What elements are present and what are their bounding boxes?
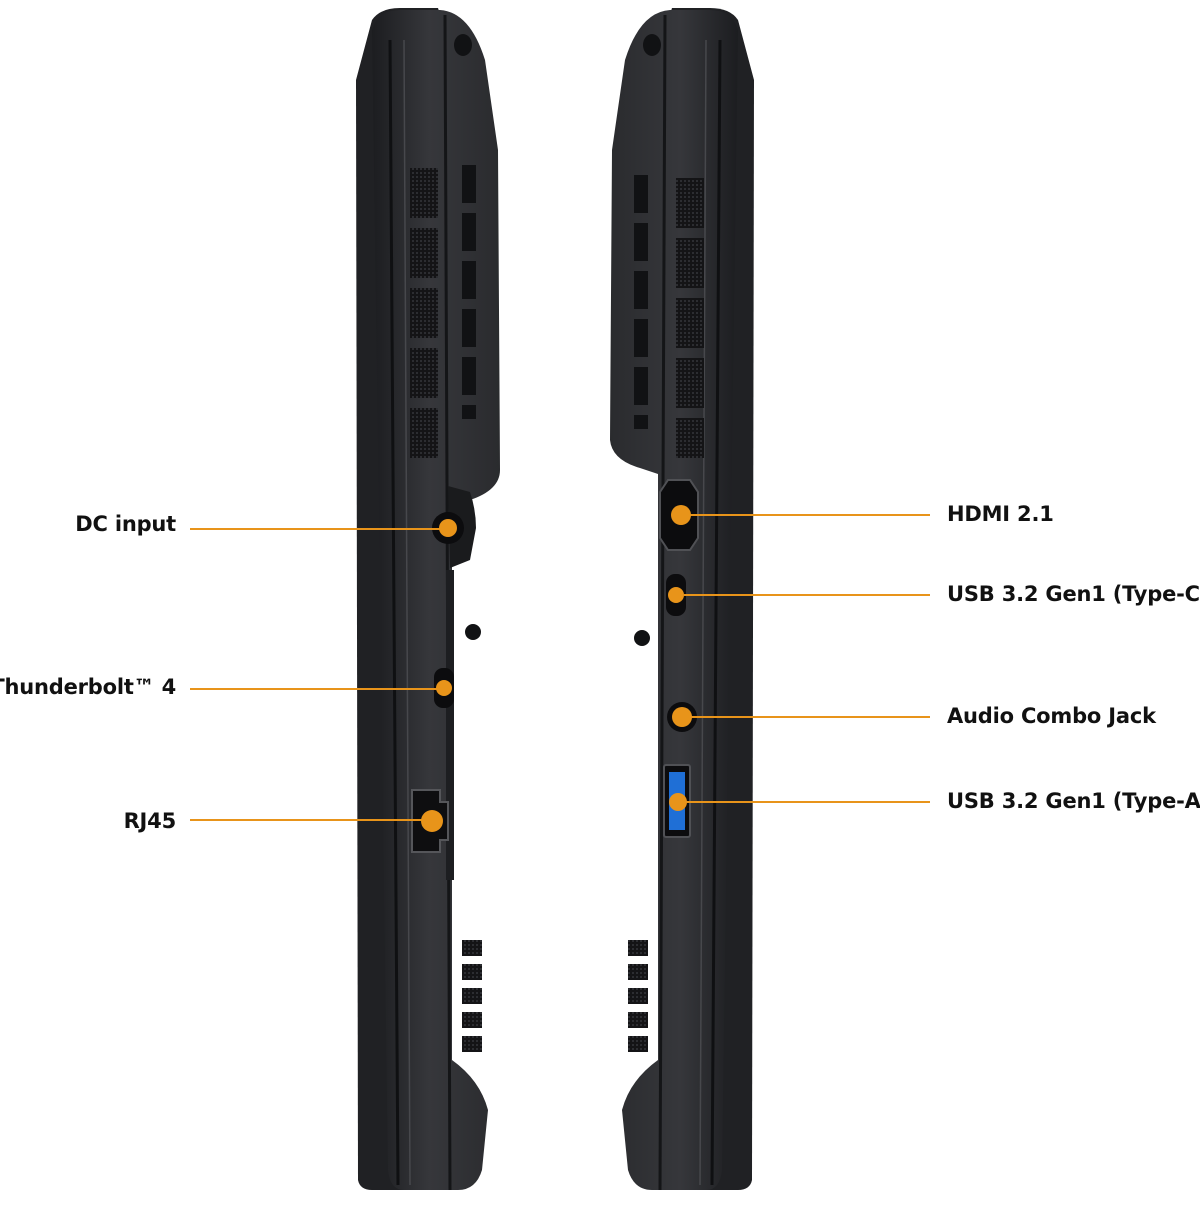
left-vent-bottom — [462, 940, 482, 1052]
label-audio-jack: Audio Combo Jack — [947, 704, 1156, 728]
dc-jack-icon — [432, 512, 464, 544]
audio-jack-icon — [667, 702, 697, 732]
label-thunderbolt-4: Thunderbolt™ 4 — [0, 675, 176, 699]
rj45-port-icon — [411, 789, 449, 853]
callout-lines — [190, 514, 930, 821]
right-vent-large — [676, 178, 704, 458]
right-vent-bottom — [628, 940, 648, 1052]
hdmi-port-icon — [659, 479, 699, 551]
left-vent-large — [410, 168, 438, 458]
label-usb-a: USB 3.2 Gen1 (Type-A) — [947, 789, 1200, 813]
right-vent-small — [634, 175, 648, 429]
label-dc-input: DC input — [75, 512, 176, 536]
usb-c-port-icon — [666, 574, 686, 616]
label-usb-c: USB 3.2 Gen1 (Type-C) — [947, 582, 1200, 606]
left-vent-small — [462, 165, 476, 419]
thunderbolt-port-icon — [434, 668, 454, 708]
label-rj45: RJ45 — [123, 809, 177, 833]
left-side-view — [356, 8, 500, 1191]
label-hdmi: HDMI 2.1 — [947, 502, 1054, 526]
right-side-view — [610, 8, 754, 1191]
left-chassis — [372, 10, 500, 1190]
